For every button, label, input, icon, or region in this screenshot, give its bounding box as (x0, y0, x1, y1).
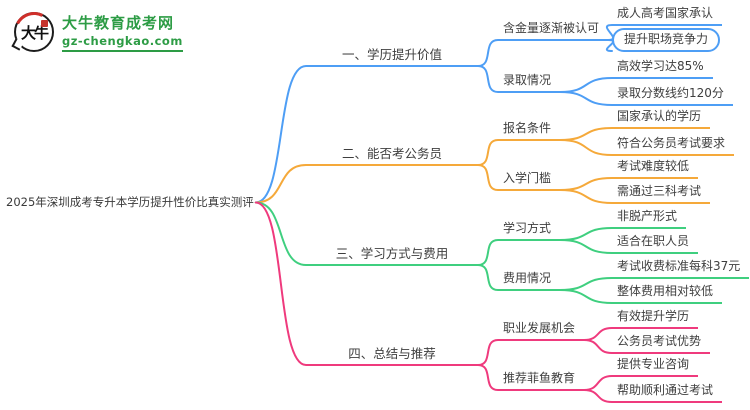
leaf-node: 考试收费标准每科37元 (612, 257, 750, 279)
subtopic-node: 入学门槛 (498, 169, 561, 191)
site-logo: 大牛 大牛教育成考网 gz-chengkao.com (8, 6, 183, 58)
logo-icon: 大牛 (8, 6, 60, 58)
leaf-node: 需通过三科考试 (612, 182, 711, 204)
leaf-node: 帮助顺利通过考试 (612, 381, 723, 403)
branch-node: 四、总结与推荐 (306, 344, 478, 366)
subtopic-node: 录取情况 (498, 71, 561, 93)
leaf-node: 公务员考试优势 (612, 332, 711, 354)
logo-seal-icon (41, 20, 48, 27)
branch-node: 二、能否考公务员 (306, 144, 478, 166)
subtopic-node: 费用情况 (498, 269, 561, 291)
subtopic-node: 含金量逐渐被认可 (498, 19, 609, 41)
subtopic-node: 职业发展机会 (498, 319, 585, 341)
leaf-node: 成人高考国家承认 (612, 4, 723, 26)
leaf-node: 提供专业咨询 (612, 355, 699, 377)
site-name: 大牛教育成考网 (62, 14, 175, 32)
logo-glyph: 大牛 (20, 23, 49, 42)
leaf-node: 考试难度较低 (612, 157, 699, 179)
leaf-node: 录取分数线约120分 (612, 84, 733, 106)
root-node: 2025年深圳成考专升本学历提升性价比真实测评 (6, 195, 254, 209)
subtopic-node: 推荐菲鱼教育 (498, 369, 585, 391)
leaf-node: 非脱产形式 (612, 207, 687, 229)
logo-text: 大牛教育成考网 gz-chengkao.com (62, 12, 183, 52)
subtopic-node: 学习方式 (498, 219, 561, 241)
leaf-node-highlighted: 提升职场竞争力 (612, 28, 721, 52)
branch-node: 一、学历提升价值 (306, 45, 478, 67)
logo-red-arc-icon (8, 6, 60, 58)
leaf-node: 国家承认的学历 (612, 107, 711, 129)
leaf-node: 有效提升学历 (612, 307, 699, 329)
branch-node: 三、学习方式与费用 (306, 244, 478, 266)
leaf-node: 高效学习达85% (612, 57, 713, 79)
subtopic-node: 报名条件 (498, 119, 561, 141)
site-url: gz-chengkao.com (62, 34, 183, 48)
leaf-node: 符合公务员考试要求 (612, 134, 735, 156)
leaf-node: 适合在职人员 (612, 232, 699, 254)
leaf-node: 整体费用相对较低 (612, 282, 723, 304)
logo-underline (62, 50, 183, 52)
